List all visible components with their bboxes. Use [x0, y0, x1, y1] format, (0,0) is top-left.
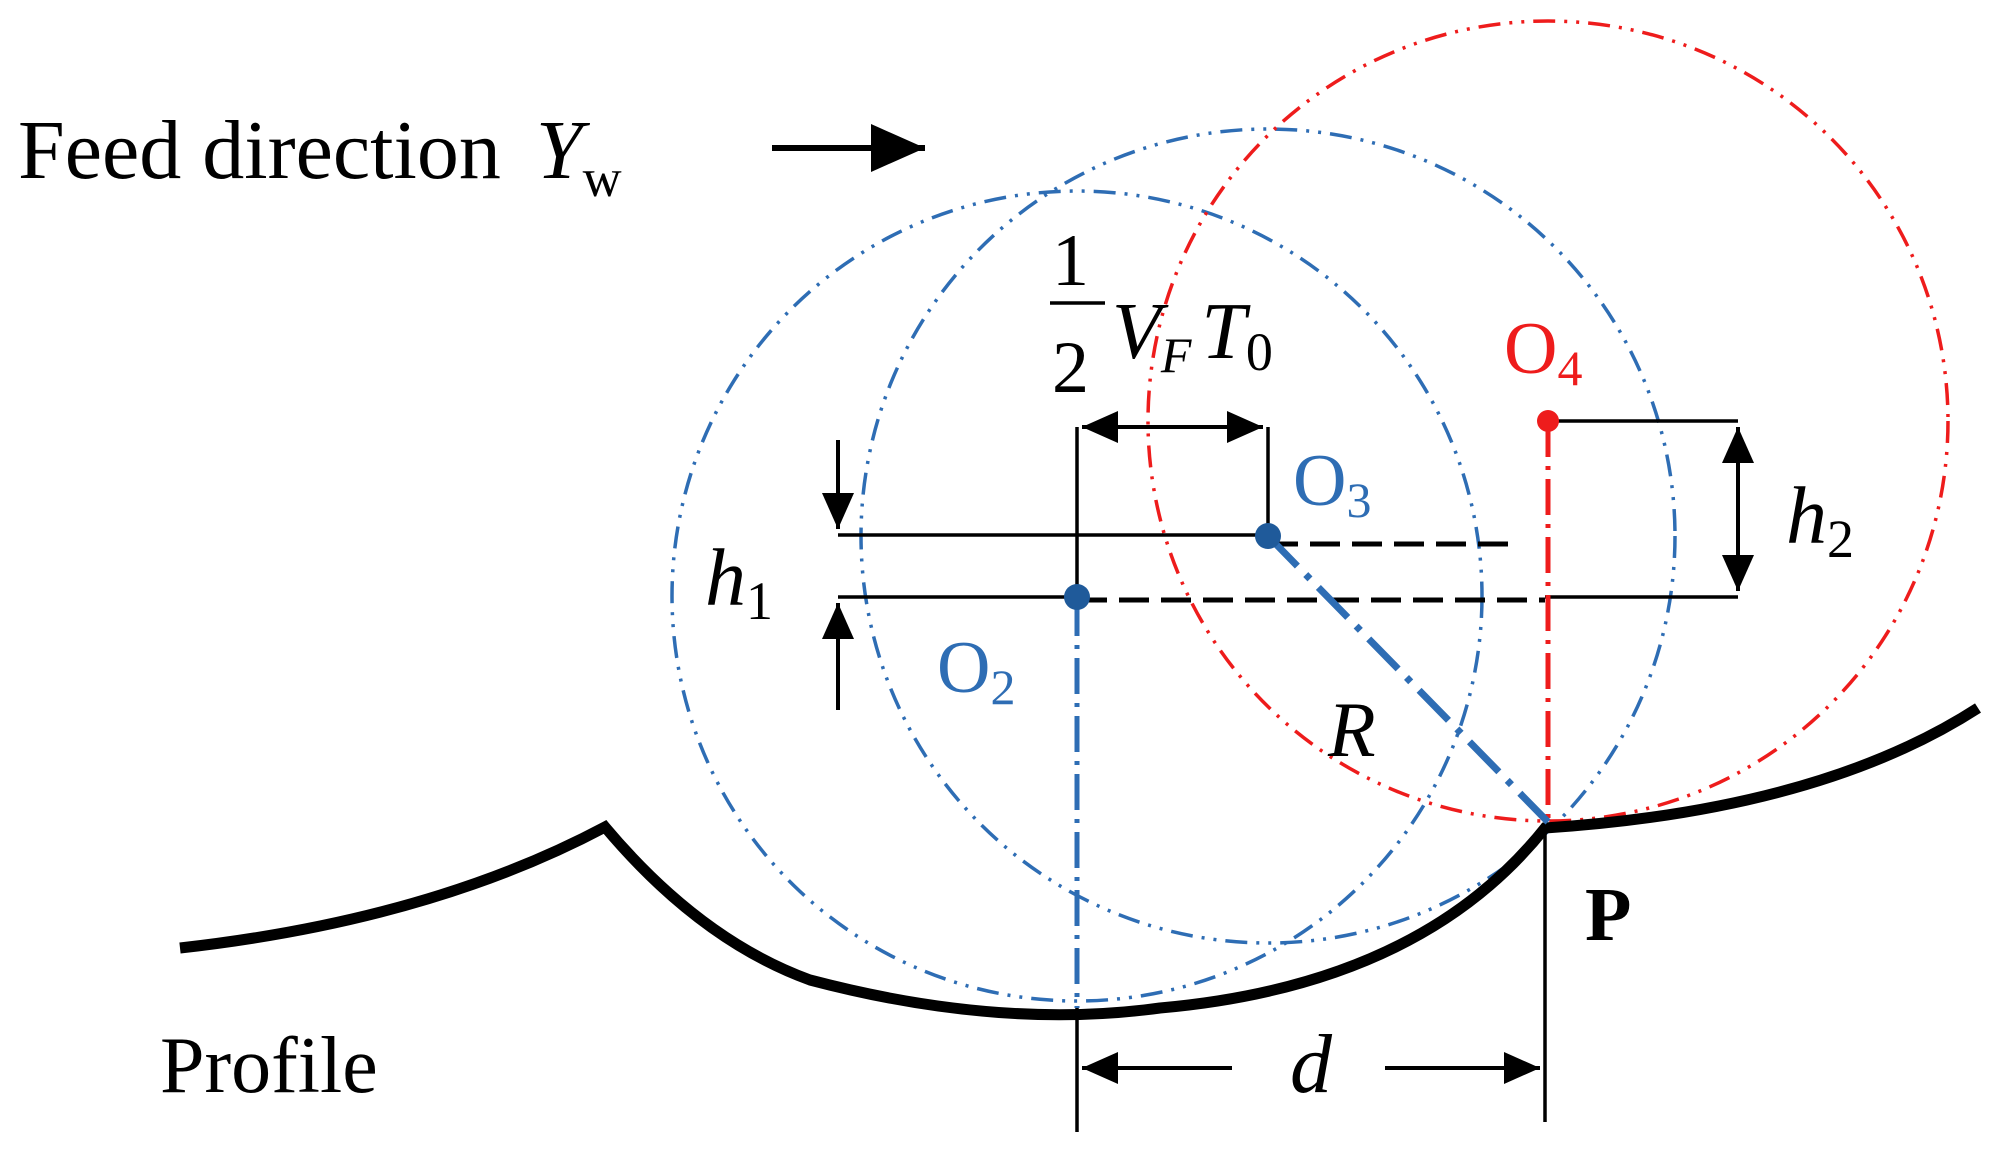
radius-label: R	[1327, 686, 1376, 773]
d-label: d	[1290, 1018, 1333, 1111]
point-p-label: P	[1585, 873, 1631, 957]
o2-label: O2	[937, 627, 1015, 715]
profile-curve	[179, 703, 1981, 1021]
circle-o4	[1146, 19, 1950, 823]
o4-label: O4	[1504, 308, 1582, 396]
o3-label: O3	[1293, 440, 1371, 528]
point-o3	[1255, 523, 1281, 549]
h1-label: h1	[705, 532, 773, 631]
h2-label: h2	[1786, 470, 1854, 569]
feed-direction-label: Feed direction Yw	[18, 104, 622, 208]
fraction-numerator: 1	[1052, 220, 1089, 302]
point-o4	[1537, 410, 1559, 432]
radius-line	[1265, 533, 1551, 825]
fraction-denominator: 2	[1052, 327, 1089, 409]
profile-label: Profile	[160, 1022, 378, 1110]
point-o2	[1064, 584, 1090, 610]
circle-o2	[670, 189, 1484, 1003]
